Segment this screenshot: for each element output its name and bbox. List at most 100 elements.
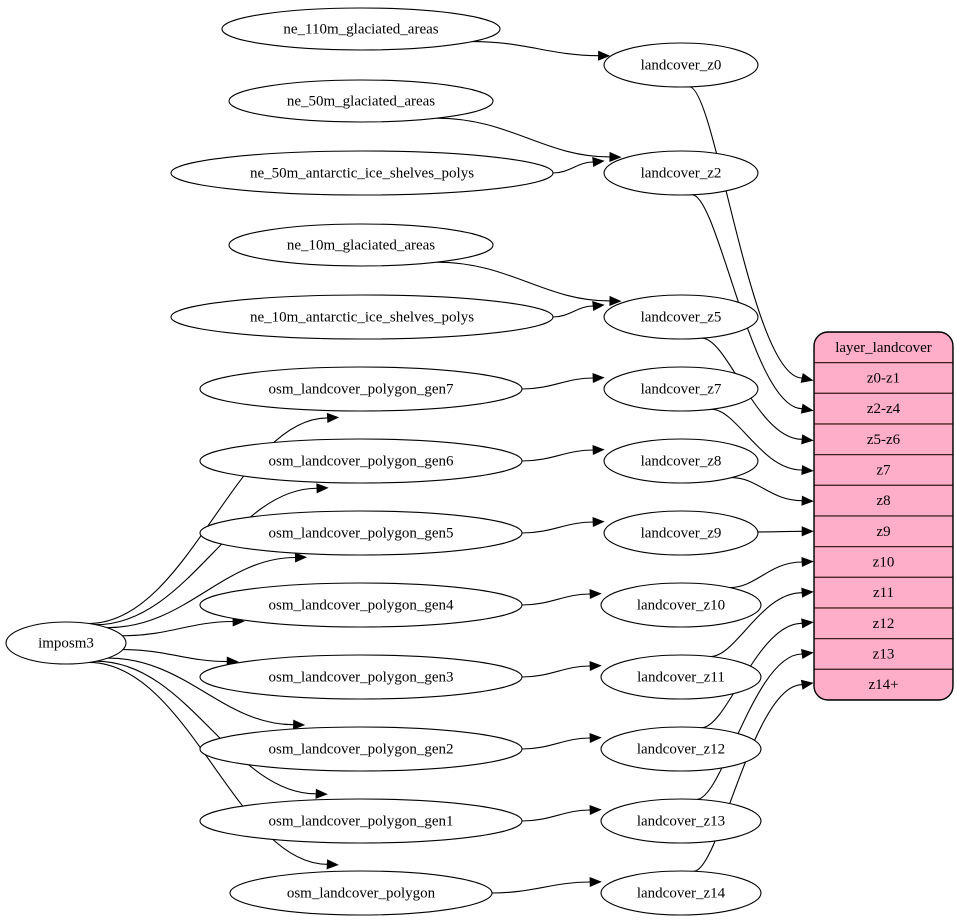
node-landcover-z0[interactable]: landcover_z0 xyxy=(603,42,759,88)
node-landcover-z14[interactable]: landcover_z14 xyxy=(600,870,762,916)
node-landcover-z8[interactable]: landcover_z8 xyxy=(603,438,759,484)
edge-line xyxy=(122,620,233,637)
node-osm-landcover-polygon-gen2[interactable]: osm_landcover_polygon_gen2 xyxy=(199,726,523,772)
edge-line xyxy=(437,117,610,158)
arrowhead xyxy=(801,464,814,476)
node-label: landcover_z11 xyxy=(637,669,725,685)
arrowhead xyxy=(294,552,308,563)
arrowhead xyxy=(801,556,814,568)
edge-landcover-z11-to-z11 xyxy=(710,587,814,658)
edge-ne-50m-glaciated-areas-to-landcover-z2 xyxy=(437,117,622,163)
edge-line xyxy=(693,684,803,872)
node-osm-landcover-polygon[interactable]: osm_landcover_polygon xyxy=(229,870,493,916)
node-landcover-z13[interactable]: landcover_z13 xyxy=(600,798,762,844)
edge-line xyxy=(552,161,594,174)
edge-landcover-z9-to-z9 xyxy=(757,526,814,537)
node-imposm3[interactable]: imposm3 xyxy=(5,621,127,665)
edge-line xyxy=(731,477,803,502)
table-row-z2-z4[interactable] xyxy=(814,392,953,425)
table-row-z10[interactable] xyxy=(814,546,953,578)
edge-osm-landcover-polygon-gen2-to-landcover-z12 xyxy=(521,732,602,750)
edge-imposm3-to-osm-landcover-polygon-gen6 xyxy=(95,483,329,626)
node-shape xyxy=(600,654,762,700)
node-landcover-z11[interactable]: landcover_z11 xyxy=(600,654,762,700)
node-osm-landcover-polygon-gen3[interactable]: osm_landcover_polygon_gen3 xyxy=(199,654,523,700)
node-ne-110m-glaciated-areas[interactable]: ne_110m_glaciated_areas xyxy=(221,7,501,51)
edge-imposm3-to-osm-landcover-polygon-gen1 xyxy=(96,660,328,799)
edge-osm-landcover-polygon-gen6-to-landcover-z8 xyxy=(521,444,605,462)
node-landcover-z7[interactable]: landcover_z7 xyxy=(603,366,759,412)
edge-line xyxy=(88,417,328,625)
arrowhead xyxy=(592,301,605,312)
node-shape xyxy=(199,366,523,412)
node-shape xyxy=(229,870,493,916)
table-row-z12[interactable] xyxy=(814,607,953,640)
arrowhead xyxy=(589,660,602,672)
node-label: osm_landcover_polygon_gen3 xyxy=(269,669,454,685)
edge-line xyxy=(472,40,599,57)
edge-osm-landcover-polygon-gen1-to-landcover-z13 xyxy=(521,804,602,822)
edge-line xyxy=(521,449,594,462)
node-landcover-z5[interactable]: landcover_z5 xyxy=(603,294,759,340)
table-header-label: layer_landcover xyxy=(835,340,932,356)
node-shape xyxy=(199,798,523,844)
node-label: osm_landcover_polygon xyxy=(287,885,436,901)
arrowhead xyxy=(801,649,814,660)
table-row-z13[interactable] xyxy=(814,638,953,670)
node-ne-10m-glaciated-areas[interactable]: ne_10m_glaciated_areas xyxy=(228,223,494,267)
node-label: landcover_z12 xyxy=(637,741,725,757)
edge-line xyxy=(521,809,591,822)
node-ne-50m-antarctic-ice-shelves-polys[interactable]: ne_50m_antarctic_ice_shelves_polys xyxy=(170,150,554,196)
node-label: osm_landcover_polygon_gen1 xyxy=(269,813,454,829)
arrowhead xyxy=(801,434,814,445)
table-row-z8[interactable] xyxy=(814,484,953,517)
table-row-label: z7 xyxy=(876,462,891,478)
edge-line xyxy=(107,657,294,726)
node-osm-landcover-polygon-gen5[interactable]: osm_landcover_polygon_gen5 xyxy=(199,510,523,556)
arrowhead xyxy=(589,732,602,744)
arrowhead xyxy=(592,157,605,168)
arrowhead xyxy=(800,373,814,383)
edge-imposm3-to-osm-landcover-polygon-gen4 xyxy=(122,616,245,637)
edge-line xyxy=(437,261,610,302)
edge-osm-landcover-polygon-gen7-to-landcover-z7 xyxy=(521,372,605,390)
edge-ne-50m-antarctic-ice-shelves-polys-to-landcover-z2 xyxy=(552,157,605,174)
node-osm-landcover-polygon-gen4[interactable]: osm_landcover_polygon_gen4 xyxy=(199,582,523,628)
node-landcover-z10[interactable]: landcover_z10 xyxy=(600,582,762,628)
node-label: ne_10m_glaciated_areas xyxy=(287,237,435,253)
node-label: imposm3 xyxy=(38,635,94,651)
node-shape xyxy=(600,870,762,916)
edge-ne-10m-glaciated-areas-to-landcover-z5 xyxy=(437,261,622,307)
node-ne-10m-antarctic-ice-shelves-polys[interactable]: ne_10m_antarctic_ice_shelves_polys xyxy=(170,294,554,340)
node-label: landcover_z13 xyxy=(637,813,725,829)
node-landcover-z9[interactable]: landcover_z9 xyxy=(603,510,759,556)
node-osm-landcover-polygon-gen7[interactable]: osm_landcover_polygon_gen7 xyxy=(199,366,523,412)
arrowhead xyxy=(800,403,814,414)
node-shape xyxy=(600,726,762,772)
edge-line xyxy=(711,408,803,471)
node-shape xyxy=(603,42,759,88)
node-label: landcover_z14 xyxy=(637,885,726,901)
node-shape xyxy=(5,621,127,665)
node-shape xyxy=(603,150,759,196)
arrowhead xyxy=(801,526,814,537)
node-label: osm_landcover_polygon_gen5 xyxy=(269,525,454,541)
edge-line xyxy=(689,86,803,379)
node-osm-landcover-polygon-gen6[interactable]: osm_landcover_polygon_gen6 xyxy=(199,438,523,484)
node-osm-landcover-polygon-gen1[interactable]: osm_landcover_polygon_gen1 xyxy=(199,798,523,844)
arrowhead xyxy=(326,412,340,423)
node-landcover-z12[interactable]: landcover_z12 xyxy=(600,726,762,772)
arrowhead xyxy=(801,587,814,598)
edge-osm-landcover-polygon-gen3-to-landcover-z11 xyxy=(521,660,602,678)
table-row-z0-z1[interactable] xyxy=(814,362,953,394)
arrowhead xyxy=(598,50,611,61)
node-ne-50m-glaciated-areas[interactable]: ne_50m_glaciated_areas xyxy=(228,79,494,123)
edge-line xyxy=(552,305,594,318)
edge-imposm3-to-osm-landcover-polygon-gen5 xyxy=(107,552,308,629)
edge-osm-landcover-polygon-gen5-to-landcover-z9 xyxy=(521,516,605,534)
node-shape xyxy=(228,223,494,267)
table-row-label: z9 xyxy=(876,524,890,540)
edge-line xyxy=(692,194,803,410)
node-landcover-z2[interactable]: landcover_z2 xyxy=(603,150,759,196)
